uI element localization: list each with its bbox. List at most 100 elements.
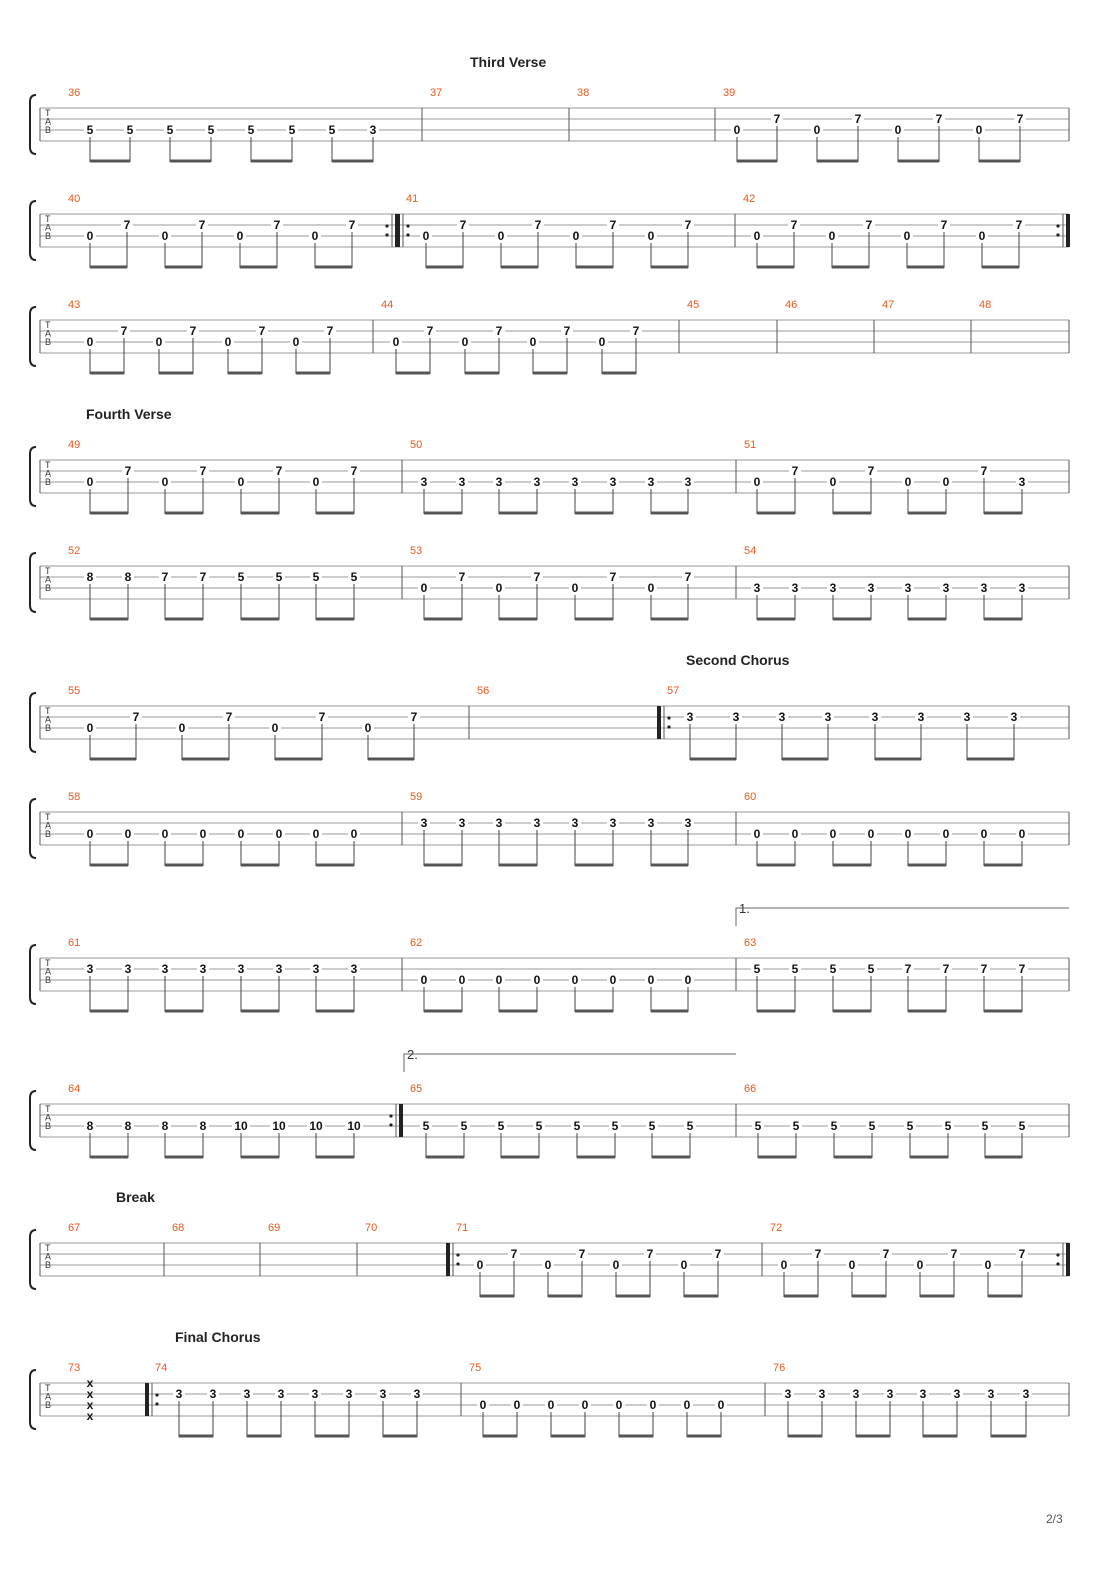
fret-number: 8 xyxy=(87,570,94,584)
fret-background xyxy=(456,817,468,829)
fret-background xyxy=(915,711,927,723)
fret-number: 5 xyxy=(127,123,134,137)
tab-label: B xyxy=(45,1121,51,1131)
fret-background xyxy=(978,963,990,975)
fret-background xyxy=(613,1399,625,1411)
fret-background xyxy=(789,582,801,594)
fret-background xyxy=(1016,1120,1028,1132)
fret-number: 0 xyxy=(943,827,950,841)
fret-number: 3 xyxy=(459,816,466,830)
fret-number: 3 xyxy=(496,816,503,830)
fret-number: 7 xyxy=(226,710,233,724)
fret-background xyxy=(904,1120,916,1132)
fret-background xyxy=(646,1120,658,1132)
fret-number: 8 xyxy=(87,1119,94,1133)
fret-number: 0 xyxy=(917,1258,924,1272)
fret-background xyxy=(982,1259,994,1271)
fret-number: 3 xyxy=(176,1387,183,1401)
fret-number: 3 xyxy=(868,581,875,595)
fret-background xyxy=(273,963,285,975)
fret-background xyxy=(84,1120,96,1132)
fret-number: 0 xyxy=(312,229,319,243)
fret-number: 0 xyxy=(179,721,186,735)
tab-label: A xyxy=(45,329,51,339)
fret-background xyxy=(122,571,134,583)
fret-number: 0 xyxy=(904,229,911,243)
system-brace xyxy=(29,94,37,155)
fret-background xyxy=(778,1259,790,1271)
measure-number: 47 xyxy=(882,299,894,311)
fret-background xyxy=(493,817,505,829)
tab-label: T xyxy=(45,812,51,822)
fret-background xyxy=(1016,582,1028,594)
fret-number: 3 xyxy=(351,962,358,976)
tab-label: B xyxy=(45,1260,51,1270)
system-brace xyxy=(29,1090,37,1151)
repeat-dot xyxy=(667,725,671,729)
fret-number: 0 xyxy=(573,229,580,243)
fret-background xyxy=(684,711,696,723)
fret-background xyxy=(951,1388,963,1400)
tab-label: T xyxy=(45,108,51,118)
fret-number: 3 xyxy=(200,962,207,976)
fret-number: 0 xyxy=(814,123,821,137)
tab-label: B xyxy=(45,975,51,985)
fret-number: 0 xyxy=(421,973,428,987)
fret-background xyxy=(678,1259,690,1271)
fret-number: 3 xyxy=(610,475,617,489)
section-title: Fourth Verse xyxy=(86,406,172,422)
fret-number: 7 xyxy=(685,570,692,584)
fret-background xyxy=(645,230,657,242)
measure-number: 53 xyxy=(410,545,422,557)
fret-background xyxy=(420,230,432,242)
fret-number: 0 xyxy=(313,827,320,841)
tab-label: T xyxy=(45,1243,51,1253)
fret-background xyxy=(751,963,763,975)
fret-number: 7 xyxy=(121,324,128,338)
fret-background xyxy=(940,476,952,488)
fret-number: 0 xyxy=(829,229,836,243)
fret-background xyxy=(159,828,171,840)
fret-background xyxy=(307,1120,325,1132)
fret-number: 7 xyxy=(535,218,542,232)
fret-background xyxy=(1013,219,1025,231)
fret-background xyxy=(865,828,877,840)
fret-background xyxy=(122,465,134,477)
fret-background xyxy=(570,230,582,242)
fret-background xyxy=(418,476,430,488)
fret-background xyxy=(645,476,657,488)
fret-number: 0 xyxy=(225,335,232,349)
fret-number: 0 xyxy=(734,123,741,137)
fret-number: 0 xyxy=(754,475,761,489)
repeat-dot xyxy=(667,716,671,720)
fret-background xyxy=(316,711,328,723)
fret-background xyxy=(827,582,839,594)
fret-background xyxy=(420,1120,432,1132)
repeat-dot xyxy=(1056,1253,1060,1257)
dead-note: x xyxy=(87,1376,94,1390)
fret-number: 0 xyxy=(545,1258,552,1272)
fret-background xyxy=(531,571,543,583)
fret-background xyxy=(850,1388,862,1400)
fret-number: 3 xyxy=(421,475,428,489)
tab-label: T xyxy=(45,1383,51,1393)
fret-number: 3 xyxy=(162,962,169,976)
fret-background xyxy=(205,124,217,136)
fret-number: 7 xyxy=(774,112,781,126)
fret-background xyxy=(164,124,176,136)
measure-number: 74 xyxy=(155,1362,167,1374)
fret-number: 3 xyxy=(964,710,971,724)
fret-background xyxy=(348,963,360,975)
fret-number: 0 xyxy=(648,229,655,243)
fret-number: 7 xyxy=(534,570,541,584)
measure-number: 67 xyxy=(68,1222,80,1234)
fret-number: 5 xyxy=(831,1119,838,1133)
fret-number: 5 xyxy=(755,1119,762,1133)
fret-background xyxy=(865,963,877,975)
tab-label: A xyxy=(45,1113,51,1123)
fret-number: 0 xyxy=(421,581,428,595)
fret-background xyxy=(828,1120,840,1132)
section-title: Third Verse xyxy=(470,54,546,70)
